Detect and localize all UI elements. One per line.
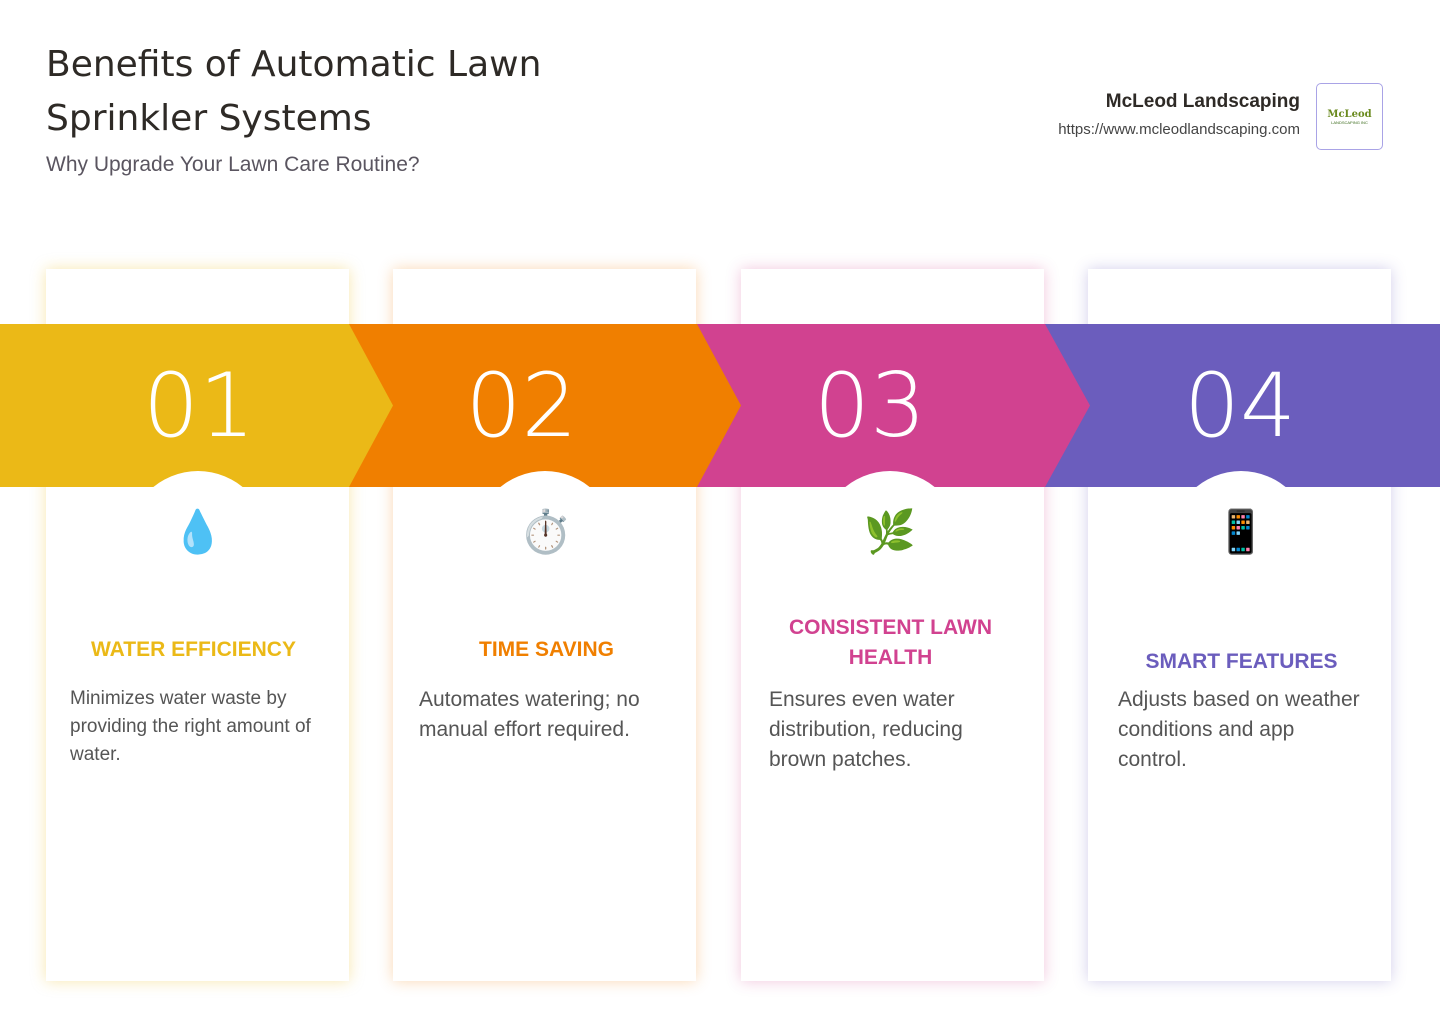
step-description-3: Ensures even water distribution, reducin…: [769, 688, 963, 771]
brand-url[interactable]: https://www.mcleodlandscaping.com: [1058, 121, 1300, 138]
mobile-phone-icon: 📱: [1214, 508, 1268, 555]
step-description-4: Adjusts based on weather conditions and …: [1118, 688, 1360, 771]
step-number-2: 02: [349, 324, 741, 487]
step-title-3: CONSISTENT LAWN HEALTH: [789, 616, 992, 669]
logo-subtext: LANDSCAPING INC: [1331, 119, 1368, 125]
icon-circle-1: [128, 471, 268, 611]
page-subtitle: Why Upgrade Your Lawn Care Routine?: [46, 153, 420, 176]
step-description-2: Automates watering; no manual effort req…: [419, 688, 640, 741]
stopwatch-icon: ⏱️: [519, 508, 573, 555]
herb-icon: 🌿: [863, 508, 917, 555]
brand-logo: McLeod LANDSCAPING INC: [1316, 83, 1383, 150]
brand-name: McLeod Landscaping: [1105, 91, 1300, 112]
steps-arrow-band: 04 03 02 01: [0, 324, 1440, 487]
step-title-1: WATER EFFICIENCY: [91, 638, 296, 661]
water-drop-icon: 💧: [171, 508, 225, 555]
step-title-2: TIME SAVING: [479, 638, 614, 661]
brand-info: McLeod Landscaping https://www.mcleodlan…: [1058, 91, 1300, 138]
step-number-4: 04: [1045, 324, 1440, 487]
step-number-3: 03: [697, 324, 1090, 487]
page-title: Benefits of Automatic Lawn Sprinkler Sys…: [46, 44, 542, 139]
step-number-1: 01: [0, 324, 393, 487]
logo-text: McLeod: [1327, 108, 1372, 120]
icon-circle-3: [820, 471, 960, 611]
icon-circle-4: [1171, 471, 1311, 611]
icon-circle-2: [475, 471, 615, 611]
step-title-4: SMART FEATURES: [1145, 650, 1338, 673]
step-description-1: Minimizes water waste by providing the r…: [70, 688, 311, 765]
